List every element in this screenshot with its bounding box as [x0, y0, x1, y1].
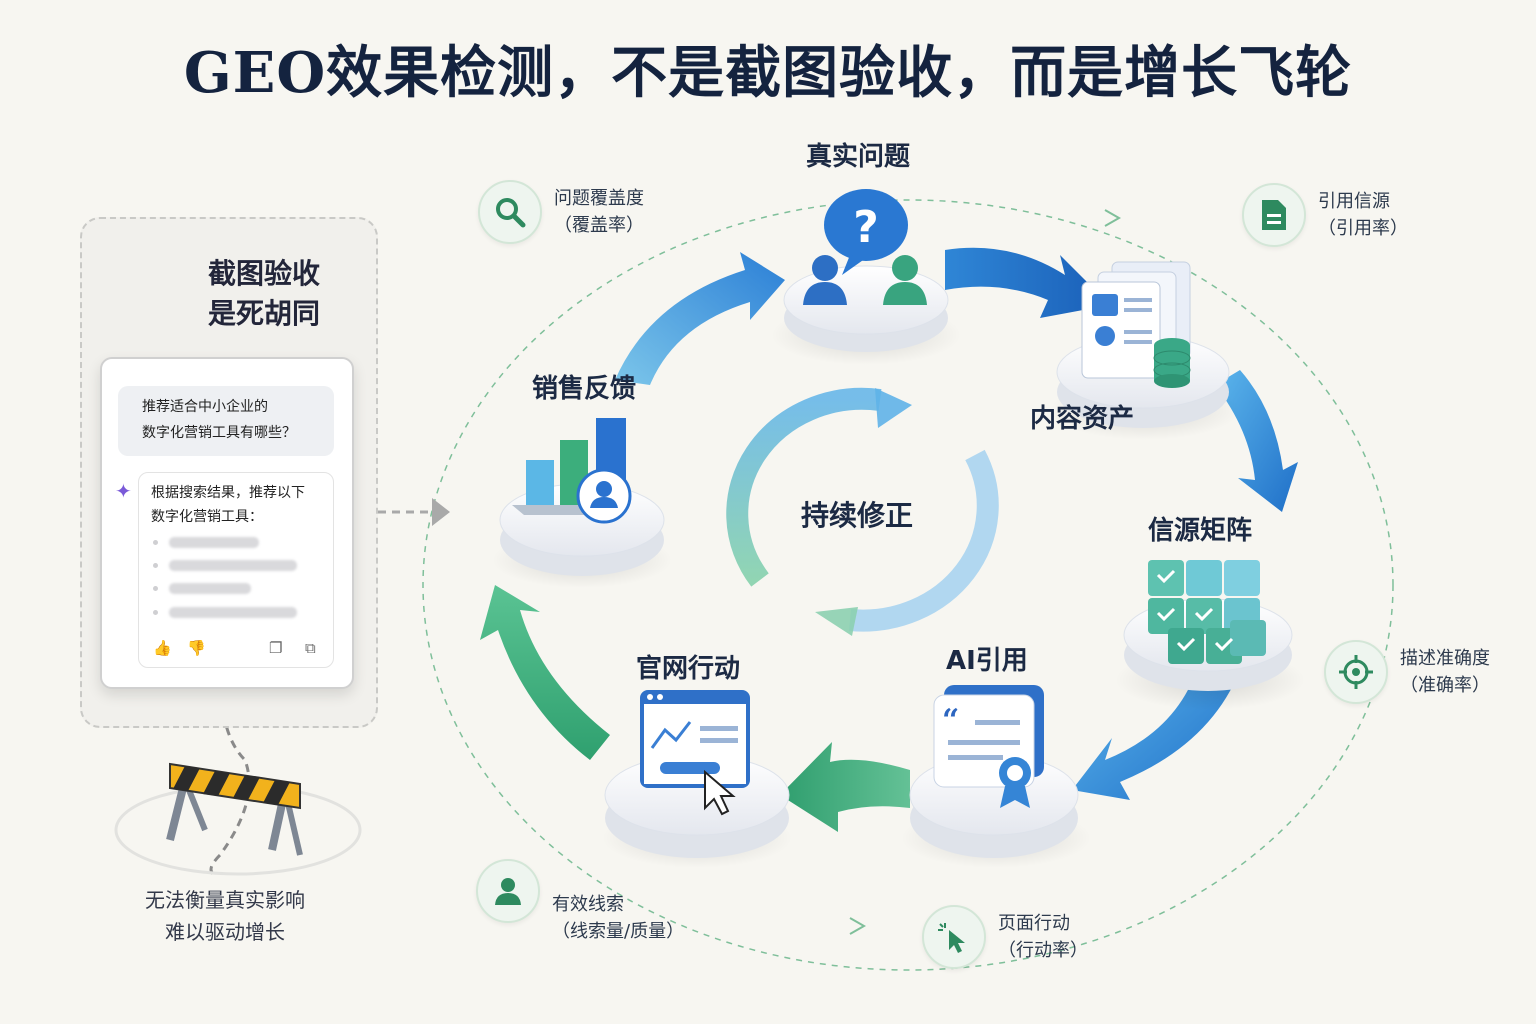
- blurred-result: [169, 583, 251, 594]
- svg-text:?: ?: [853, 202, 879, 253]
- ai-chat-screenshot: 推荐适合中小企业的 数字化营销工具有哪些？ ✦ 根据搜索结果，推荐以下 数字化营…: [100, 357, 354, 689]
- question-line-1: 推荐适合中小企业的: [142, 399, 268, 415]
- answer-line-1: 根据搜索结果，推荐以下: [151, 485, 305, 501]
- barrier-caption: 无法衡量真实影响 难以驱动增长: [120, 884, 330, 948]
- svg-text:“: “: [942, 703, 959, 738]
- search-icon: [478, 180, 542, 244]
- metric-name: 问题覆盖度: [554, 188, 644, 209]
- thumbs-up-icon: 👍: [153, 639, 172, 657]
- cursor-click-icon: [922, 905, 986, 969]
- metric-question-coverage: 问题覆盖度 （覆盖率）: [478, 180, 644, 244]
- metric-sub: （覆盖率）: [554, 215, 644, 236]
- metric-sub: （线索量/质量）: [552, 921, 685, 942]
- warning-line-1: 截图验收: [208, 257, 321, 290]
- node-label-ai-citation: AI引用: [946, 646, 1028, 676]
- blurred-result: [169, 560, 297, 571]
- share-icon: ⧉: [305, 639, 316, 657]
- node-label-website-action: 官网行动: [636, 654, 741, 684]
- node-label-source-matrix: 信源矩阵: [1148, 516, 1253, 546]
- ai-answer: ✦ 根据搜索结果，推荐以下 数字化营销工具： 👍 👎 ❐ ⧉: [115, 472, 334, 668]
- node-disk-sales: [492, 483, 672, 588]
- question-line-2: 数字化营销工具有哪些？: [142, 425, 296, 441]
- metric-sub: （引用率）: [1318, 218, 1408, 239]
- barrier-line-1: 无法衡量真实影响: [145, 888, 305, 912]
- blurred-result: [169, 607, 297, 618]
- metric-sub: （行动率）: [998, 940, 1088, 961]
- metric-valid-leads: 有效线索 （线索量/质量）: [476, 855, 684, 945]
- arrow-to-content: [945, 247, 1110, 318]
- barrier-line-2: 难以驱动增长: [165, 920, 285, 944]
- outer-dashed-ring: [422, 199, 1394, 971]
- quote-badge-icon: “: [933, 685, 1044, 808]
- question-people-icon: ?: [803, 189, 927, 305]
- node-label-content: 内容资产: [1030, 404, 1135, 434]
- metric-name: 描述准确度: [1400, 648, 1490, 669]
- warning-title: 截图验收 是死胡同: [208, 254, 320, 334]
- page-title: GEO效果检测，不是截图验收，而是增长飞轮: [183, 40, 1353, 106]
- person-icon: [476, 859, 540, 923]
- metric-name: 引用信源: [1318, 191, 1390, 212]
- arrow-to-website: [780, 742, 910, 832]
- arrow-to-question: [615, 252, 785, 385]
- documents-database-icon: [1081, 261, 1191, 388]
- metric-name: 页面行动: [998, 913, 1070, 934]
- target-icon: [1324, 640, 1388, 704]
- center-label: 持续修正: [801, 499, 914, 532]
- user-question: 推荐适合中小企业的 数字化营销工具有哪些？: [118, 386, 334, 456]
- bar-chart-user-icon: [512, 418, 632, 524]
- metric-sub: （准确率）: [1400, 675, 1490, 696]
- node-label-question: 真实问题: [806, 142, 911, 172]
- node-label-sales-feedback: 销售反馈: [532, 374, 637, 404]
- cube-matrix-icon: [1148, 560, 1266, 664]
- arrow-to-sales: [480, 585, 610, 760]
- metric-description-accuracy: 描述准确度 （准确率）: [1324, 640, 1490, 704]
- copy-icon: ❐: [269, 639, 283, 657]
- thumbs-down-icon: 👎: [187, 639, 206, 657]
- metric-name: 有效线索: [552, 894, 624, 915]
- browser-click-icon: [640, 690, 750, 816]
- document-icon: [1242, 183, 1306, 247]
- ai-sparkle-icon: ✦: [115, 479, 132, 503]
- node-disk-question: [771, 265, 961, 365]
- metric-citation-source: 引用信源 （引用率）: [1242, 183, 1408, 247]
- blurred-result: [169, 537, 259, 548]
- answer-line-2: 数字化营销工具：: [151, 509, 263, 525]
- warning-line-2: 是死胡同: [208, 297, 321, 330]
- road-barrier-icon: [114, 762, 362, 876]
- metric-page-action: 页面行动 （行动率）: [922, 905, 1088, 969]
